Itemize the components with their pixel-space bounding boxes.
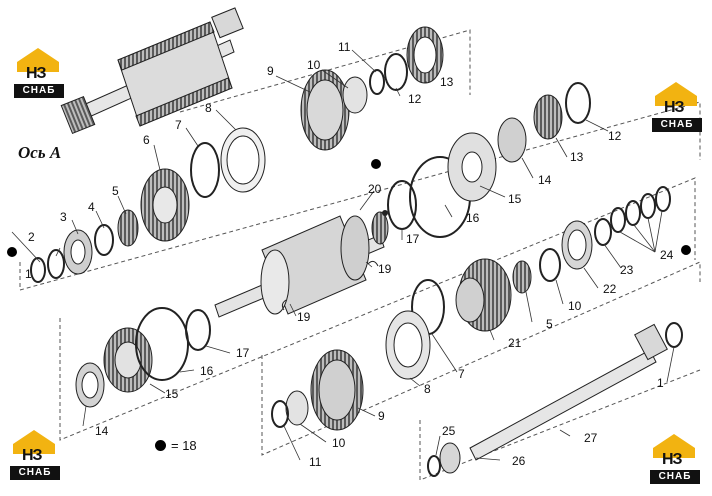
logo-text: СНАБ bbox=[10, 466, 60, 480]
part-label-14: 14 bbox=[538, 173, 552, 187]
part-label-26: 26 bbox=[512, 454, 526, 468]
house-roof-icon bbox=[655, 82, 697, 106]
row2-parts bbox=[30, 26, 444, 283]
logo-mark: НЗ bbox=[26, 65, 47, 82]
right-row-parts bbox=[387, 82, 591, 238]
part-label-3: 3 bbox=[60, 210, 67, 224]
logo-mark: НЗ bbox=[662, 451, 683, 468]
part-label-8: 8 bbox=[205, 101, 212, 115]
leader-lines bbox=[11, 49, 675, 461]
part-label-9: 9 bbox=[267, 64, 274, 78]
part-label-19: 19 bbox=[378, 262, 392, 276]
main-shaft-assembly bbox=[60, 7, 244, 135]
part-label-7: 7 bbox=[175, 118, 182, 132]
part-label-19b: 19 bbox=[297, 310, 311, 324]
part-label-1: 1 bbox=[25, 267, 32, 281]
part-label-12b: 12 bbox=[608, 129, 622, 143]
part-label-10c: 10 bbox=[332, 436, 346, 450]
logo-text: СНАБ bbox=[652, 118, 702, 132]
row4-parts bbox=[75, 307, 364, 431]
axis-label: Ось А bbox=[18, 143, 62, 162]
logo-text: СНАБ bbox=[650, 470, 700, 484]
part-label-2: 2 bbox=[28, 230, 35, 244]
part-label-16: 16 bbox=[466, 211, 480, 225]
panel-borders bbox=[19, 29, 701, 481]
marker-dots bbox=[7, 159, 691, 257]
part-label-11: 11 bbox=[338, 40, 351, 54]
part-label-24: 24 bbox=[660, 248, 674, 262]
part-label-15b: 15 bbox=[165, 387, 179, 401]
long-shaft-assembly bbox=[427, 322, 683, 477]
part-label-14b: 14 bbox=[95, 424, 109, 438]
house-roof-icon bbox=[17, 48, 59, 72]
part-label-13: 13 bbox=[440, 75, 454, 89]
part-label-15: 15 bbox=[508, 192, 522, 206]
part-label-17b: 17 bbox=[236, 346, 250, 360]
part-label-27: 27 bbox=[584, 431, 598, 445]
logo-text: СНАБ bbox=[14, 84, 64, 98]
brand-logo: НЗ СНАБ bbox=[10, 430, 60, 482]
carrier-shaft-assembly bbox=[214, 210, 389, 318]
part-label-20: 20 bbox=[368, 182, 382, 196]
part-label-6: 6 bbox=[143, 133, 150, 147]
part-label-25: 25 bbox=[442, 424, 456, 438]
part-label-12: 12 bbox=[408, 92, 422, 106]
row3-parts bbox=[385, 186, 671, 380]
part-label-22: 22 bbox=[603, 282, 617, 296]
part-label-11b: 11 bbox=[309, 455, 322, 469]
legend: = 18 bbox=[155, 438, 197, 453]
logo-mark: НЗ bbox=[22, 447, 43, 464]
part-label-8b: 8 bbox=[424, 382, 431, 396]
part-label-10: 10 bbox=[307, 58, 321, 72]
legend-text: = 18 bbox=[171, 438, 197, 453]
part-label-17: 17 bbox=[406, 232, 420, 246]
part-label-9b: 9 bbox=[378, 409, 385, 423]
part-label-1b: 1 bbox=[657, 376, 664, 390]
brand-logo: НЗ СНАБ bbox=[652, 82, 702, 134]
part-label-16b: 16 bbox=[200, 364, 214, 378]
part-label-13b: 13 bbox=[570, 150, 584, 164]
brand-logo: НЗ СНАБ bbox=[14, 48, 64, 100]
house-roof-icon bbox=[13, 430, 55, 454]
part-label-21: 21 bbox=[508, 336, 522, 350]
legend-dot-icon bbox=[155, 440, 166, 451]
part-label-5: 5 bbox=[112, 184, 119, 198]
part-label-4: 4 bbox=[88, 200, 95, 214]
part-label-10b: 10 bbox=[568, 299, 582, 313]
part-label-7b: 7 bbox=[458, 367, 465, 381]
house-roof-icon bbox=[653, 434, 695, 458]
brand-logo: НЗ СНАБ bbox=[650, 434, 700, 486]
part-label-23: 23 bbox=[620, 263, 634, 277]
part-label-5b: 5 bbox=[546, 317, 553, 331]
logo-mark: НЗ bbox=[664, 99, 685, 116]
